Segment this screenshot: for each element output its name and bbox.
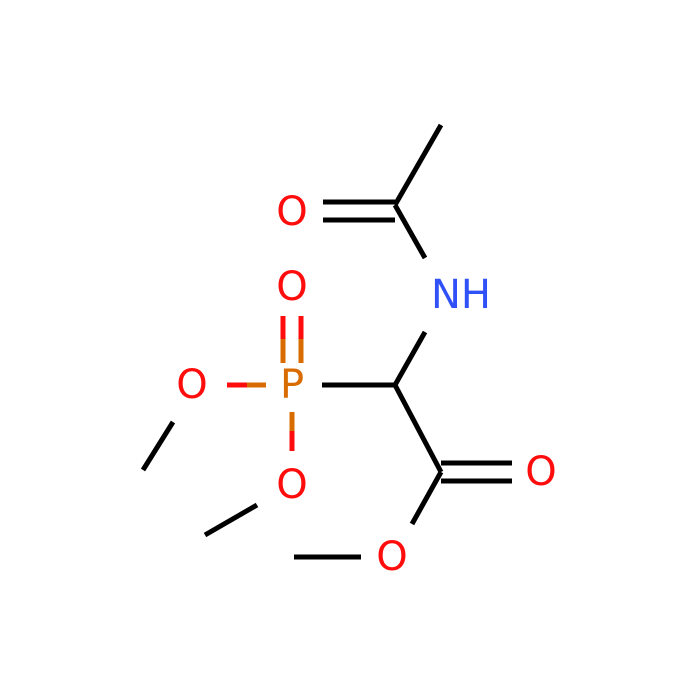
bond-ester-carbon-oxygen [409,470,444,526]
bond-methoxy-left [140,420,176,472]
atom-amide-nitrogen: NH [431,272,491,318]
atom-ester-oxygen: O [376,534,407,580]
atom-acetyl-oxygen: O [276,189,307,235]
bond-acetyl-methyl [392,123,444,207]
atom-phosphorus: P [280,362,304,408]
bond-nh-alpha [392,330,428,387]
atom-phosphonate-oxygen-lower: O [276,462,307,508]
atom-phosphoryl-oxygen: O [276,264,307,310]
phosphorus-bonds [227,316,304,451]
atom-phosphonate-oxygen-left: O [176,362,207,408]
bond-acetyl-nh [392,203,428,260]
atom-carbonyl-oxygen: O [525,449,556,495]
atom-labels: O NH O P O O O O [176,189,556,580]
bond-alpha-ester-carbon [392,383,444,474]
bond-methoxy-lower [203,502,259,538]
bonds [140,123,512,560]
